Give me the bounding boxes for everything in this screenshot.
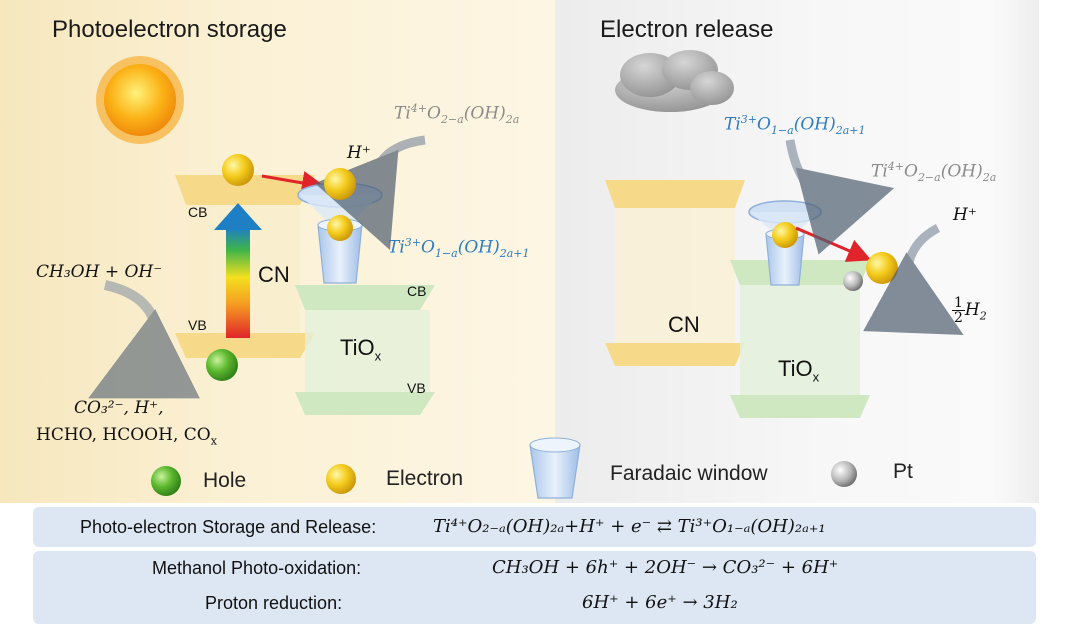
cloud-icon — [615, 50, 734, 112]
storage-equation: Ti⁴⁺O₂₋ₐ(OH)₂ₐ+H⁺ + e⁻ ⇄ Ti³⁺O₁₋ₐ(OH)₂ₐ₊… — [433, 516, 826, 537]
electron-on-pt — [866, 252, 898, 284]
electron-transfer-arrow — [261, 171, 326, 195]
proton-equation: 6H⁺ + 6e⁺ → 3H₂ — [582, 592, 738, 613]
electron-cup-left — [327, 215, 353, 241]
proton-reduction-arrow — [863, 223, 964, 336]
methanol-equation: CH₃OH + 6h⁺ + 2OH⁻ → CO₃²⁻ + 6H⁺ — [492, 557, 839, 578]
ti-oxidation-arrow-right — [785, 139, 895, 255]
reactions-equation-box — [33, 551, 1036, 624]
tiox-vb-label: VB — [407, 380, 426, 396]
ti4-species-right: Ti4+O2−a(OH)2a — [871, 160, 997, 185]
electron-to-pt-arrow — [795, 226, 872, 262]
hole-legend-icon — [151, 466, 181, 496]
oxidation-products-line2: HCHO, HCOOH, COx — [36, 425, 217, 448]
excitation-arrow — [214, 203, 262, 338]
electron-cn-cb — [222, 154, 254, 186]
legend-electron: Electron — [386, 467, 464, 490]
methanol-reactant: CH₃OH + OH⁻ — [36, 262, 163, 282]
legend-hole: Hole — [203, 469, 247, 492]
h-plus-label-left: H⁺ — [347, 143, 371, 163]
legend-pt: Pt — [893, 460, 913, 483]
tiox-cb-label: CB — [407, 283, 427, 299]
sun-icon — [96, 56, 184, 144]
storage-equation-label: Photo-electron Storage and Release: — [80, 517, 377, 537]
faradaic-window-legend-icon — [529, 437, 581, 499]
cn-band-right — [605, 180, 745, 366]
electron-legend-icon — [326, 464, 356, 494]
pt-particle — [843, 271, 863, 291]
electron-funnel — [324, 168, 356, 200]
ti-reduction-arrow-left — [314, 135, 426, 251]
right-panel-title: Electron release — [600, 16, 774, 43]
cn-vb-label: VB — [188, 317, 207, 333]
electron-cup-right — [772, 222, 798, 248]
methanol-equation-label: Methanol Photo-oxidation: — [152, 558, 362, 578]
cn-label-right: CN — [668, 312, 700, 337]
ti3-species-left: Ti3+O1−a(OH)2a+1 — [388, 236, 530, 261]
tiox-band-left — [295, 285, 435, 415]
tiox-label-left: TiOx — [340, 335, 382, 364]
proton-equation-label: Proton reduction: — [205, 593, 343, 613]
cn-label-left: CN — [258, 262, 290, 287]
methanol-oxidation-arrow — [88, 280, 200, 399]
ti3-species-right: Ti3+O1−a(OH)2a+1 — [724, 113, 866, 138]
h-plus-label-right: H⁺ — [953, 205, 977, 225]
half-h2-label: 1 2 H2 — [952, 295, 987, 326]
hole-cn-vb — [206, 349, 238, 381]
legend-faradaic-window: Faradaic window — [610, 462, 768, 485]
oxidation-products-line1: CO₃²⁻, H⁺, — [74, 398, 164, 418]
left-panel-title: Photoelectron storage — [52, 16, 287, 43]
cn-cb-label: CB — [188, 204, 208, 220]
ti4-species-left: Ti4+O2−a(OH)2a — [394, 102, 520, 127]
tiox-label-right: TiOx — [778, 356, 820, 385]
storage-equation-box — [33, 507, 1036, 547]
pt-legend-icon — [831, 461, 857, 487]
